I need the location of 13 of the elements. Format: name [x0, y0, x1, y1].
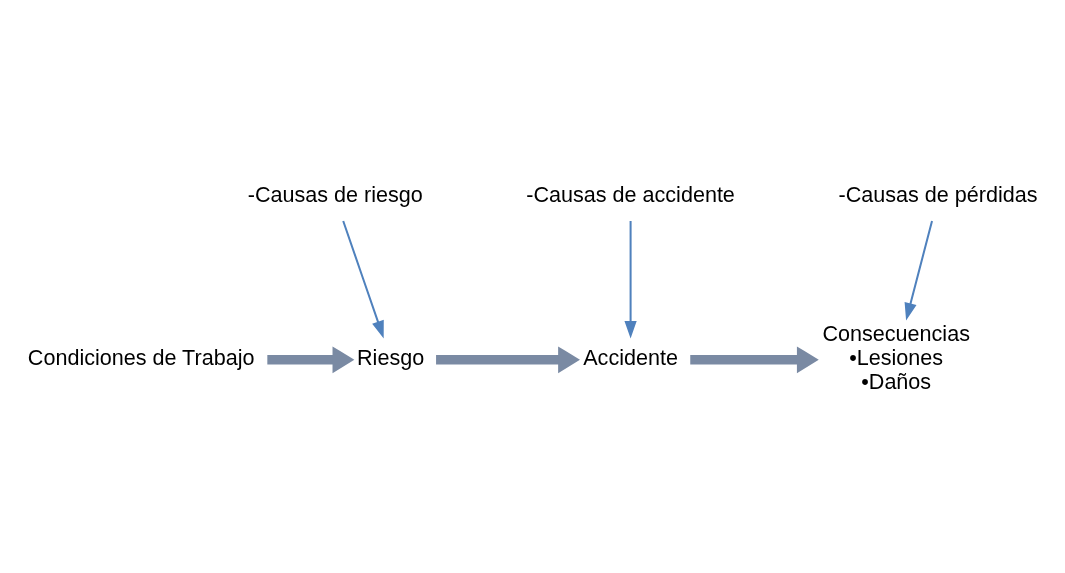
node-text: Consecuencias •Lesiones •Daños	[822, 320, 970, 394]
arrow	[624, 220, 637, 339]
node-text: Riesgo	[357, 344, 425, 370]
node-text: -Causas de accidente	[526, 181, 735, 207]
arrow	[267, 345, 355, 373]
node-text: -Causas de riesgo	[247, 181, 423, 207]
node-text: Condiciones de Trabajo	[27, 344, 255, 370]
arrow	[690, 345, 819, 373]
node-text: -Causas de pérdidas	[838, 181, 1038, 207]
arrow	[342, 220, 384, 338]
arrow	[436, 345, 580, 373]
arrow	[904, 220, 933, 320]
node-text: Accidente	[583, 344, 678, 370]
